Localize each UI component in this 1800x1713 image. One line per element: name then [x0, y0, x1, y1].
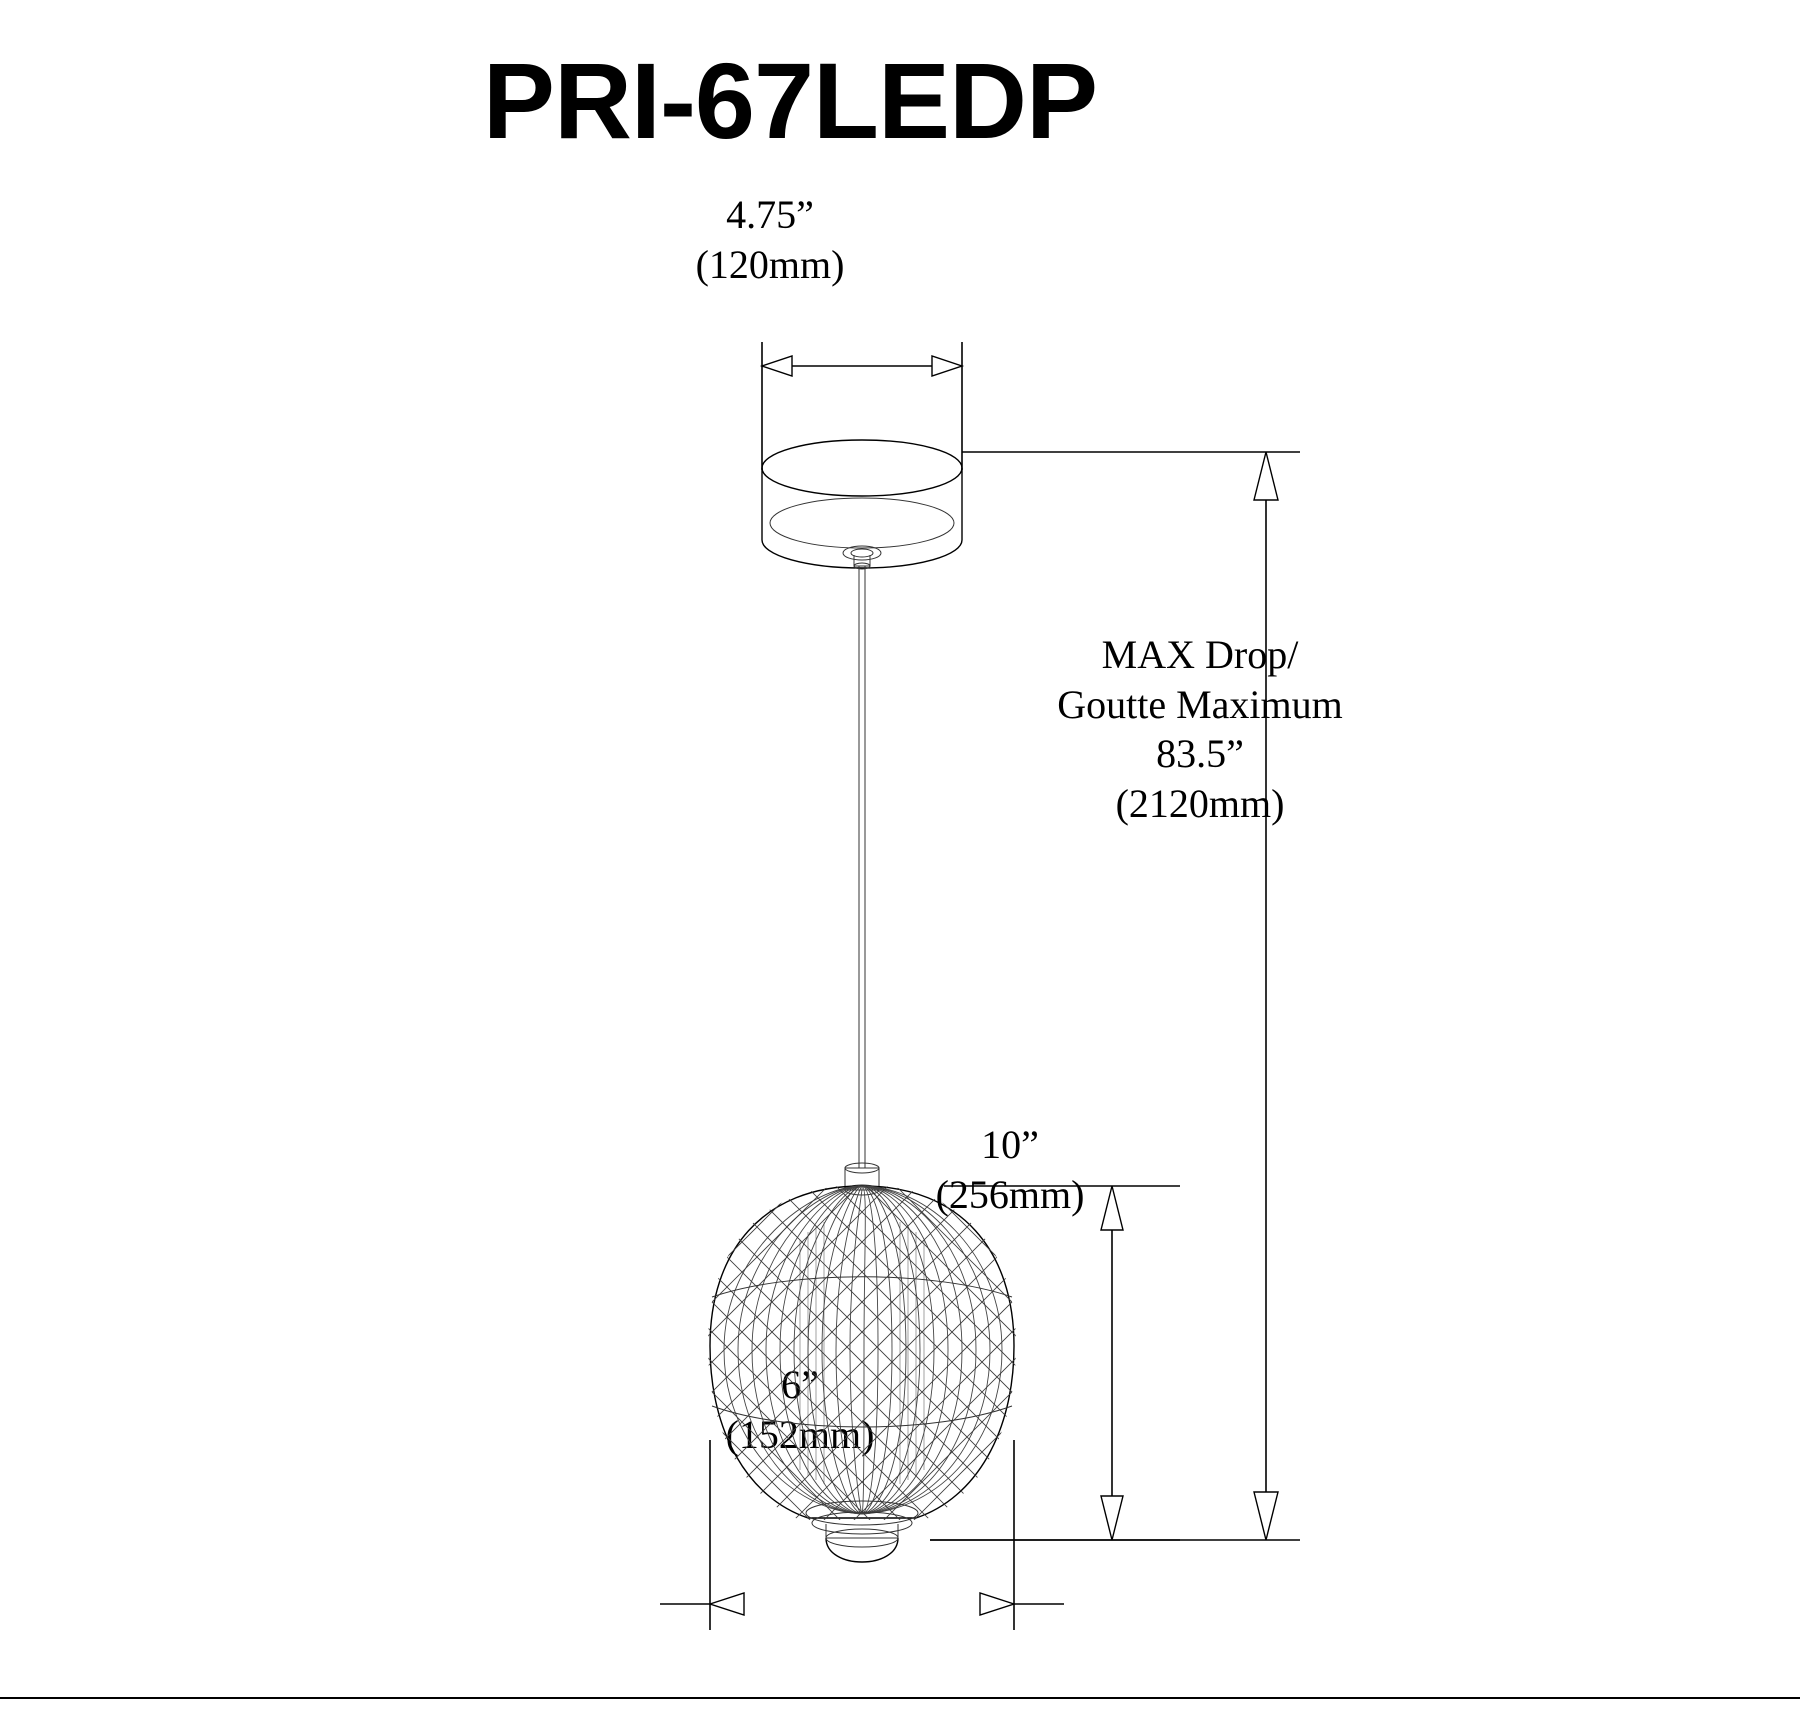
- max-drop-dimension-label: MAX Drop/ Goutte Maximum 83.5” (2120mm): [1057, 632, 1343, 826]
- ceiling-canopy: [761, 439, 963, 570]
- max-drop-dimension: [930, 451, 1300, 1541]
- shade-height-dimension-label: 10” (256mm): [935, 1122, 1085, 1217]
- shade-width-dimension: [660, 1440, 1064, 1630]
- suspension-cable: [858, 566, 866, 1168]
- canopy-width-dimension-label: 4.75” (120mm): [695, 192, 845, 287]
- shade-height-dimension: [930, 1185, 1180, 1541]
- bottom-diffuser: [805, 1500, 919, 1563]
- footer-divider: [0, 1697, 1800, 1699]
- canopy-width-dimension: [759, 342, 965, 470]
- page-title: PRI-67LEDP: [482, 40, 1098, 161]
